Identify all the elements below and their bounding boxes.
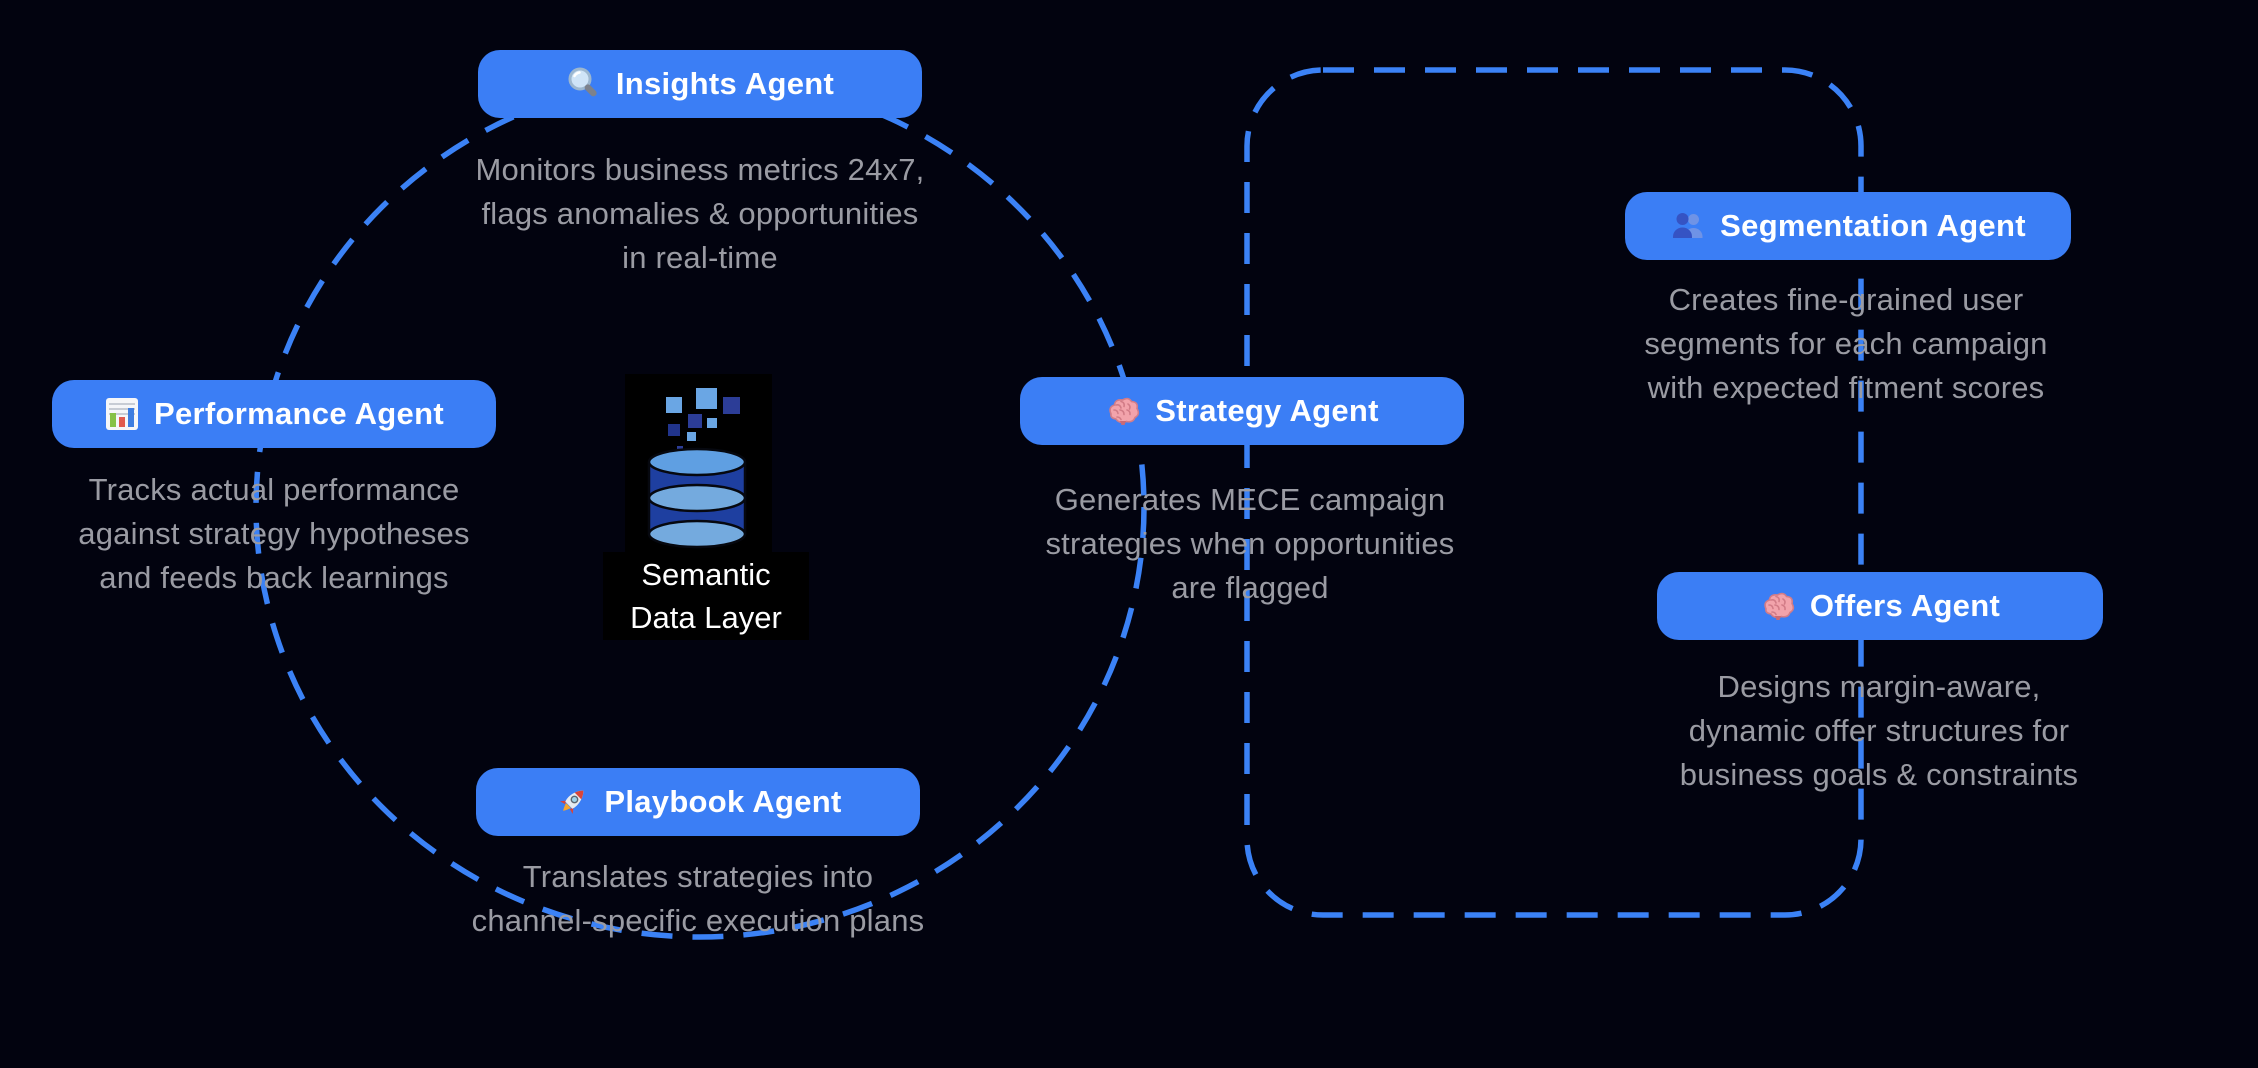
- offers-agent-button[interactable]: Offers Agent: [1657, 572, 2103, 640]
- playbook-agent-description: Translates strategies into channel-speci…: [398, 855, 998, 943]
- people-icon: [1670, 208, 1706, 244]
- performance-desc-line3: and feeds back learnings: [99, 560, 449, 595]
- offers-desc-line3: business goals & constraints: [1679, 757, 2079, 792]
- bar-chart-icon: [104, 396, 140, 432]
- performance-agent-label: Performance Agent: [154, 396, 444, 431]
- strategy-agent-label: Strategy Agent: [1155, 393, 1379, 428]
- offers-agent-description: Designs margin-aware, dynamic offer stru…: [1579, 665, 2179, 797]
- insights-desc-line2: flags anomalies & opportunities: [481, 196, 919, 231]
- performance-agent-button[interactable]: Performance Agent: [52, 380, 496, 448]
- strategy-desc-line1: Generates MECE campaign: [1054, 482, 1446, 517]
- rocket-icon: [554, 784, 590, 820]
- semantic-data-layer-icon-panel: [625, 374, 772, 554]
- playbook-agent-label: Playbook Agent: [604, 784, 842, 819]
- segmentation-agent-description: Creates fine-grained user segments for e…: [1546, 278, 2146, 410]
- playbook-desc-line2: channel-specific execution plans: [471, 903, 925, 938]
- strategy-agent-description: Generates MECE campaign strategies when …: [950, 478, 1550, 610]
- strategy-agent-button[interactable]: Strategy Agent: [1020, 377, 1464, 445]
- performance-agent-description: Tracks actual performance against strate…: [4, 468, 544, 600]
- brain-icon: [1760, 588, 1796, 624]
- semantic-data-layer-label: Semantic Data Layer: [603, 552, 809, 640]
- insights-agent-label: Insights Agent: [615, 66, 835, 101]
- brain-icon: [1105, 393, 1141, 429]
- semantic-data-layer-label-line1: Semantic: [641, 557, 771, 592]
- segmentation-agent-button[interactable]: Segmentation Agent: [1625, 192, 2071, 260]
- playbook-agent-button[interactable]: Playbook Agent: [476, 768, 920, 836]
- insights-desc-line3: in real-time: [622, 240, 778, 275]
- playbook-desc-line1: Translates strategies into: [522, 859, 874, 894]
- offers-desc-line2: dynamic offer structures for: [1688, 713, 2070, 748]
- campaign-group-dashed-rect: [1244, 67, 1864, 918]
- segmentation-desc-line3: with expected fitment scores: [1647, 370, 2045, 405]
- offers-agent-label: Offers Agent: [1809, 588, 2001, 623]
- strategy-desc-line2: strategies when opportunities: [1045, 526, 1455, 561]
- magnifier-icon: [566, 66, 602, 102]
- performance-desc-line1: Tracks actual performance: [88, 472, 460, 507]
- performance-desc-line2: against strategy hypotheses: [78, 516, 470, 551]
- insights-agent-description: Monitors business metrics 24x7, flags an…: [400, 148, 1000, 280]
- semantic-data-layer-label-line2: Data Layer: [630, 600, 782, 635]
- insights-desc-line1: Monitors business metrics 24x7,: [475, 152, 925, 187]
- insights-agent-button[interactable]: Insights Agent: [478, 50, 922, 118]
- segmentation-agent-label: Segmentation Agent: [1720, 208, 2026, 243]
- segmentation-desc-line1: Creates fine-grained user: [1668, 282, 2024, 317]
- database-icon: [647, 388, 747, 549]
- segmentation-desc-line2: segments for each campaign: [1644, 326, 2048, 361]
- offers-desc-line1: Designs margin-aware,: [1717, 669, 2041, 704]
- strategy-desc-line3: are flagged: [1171, 570, 1329, 605]
